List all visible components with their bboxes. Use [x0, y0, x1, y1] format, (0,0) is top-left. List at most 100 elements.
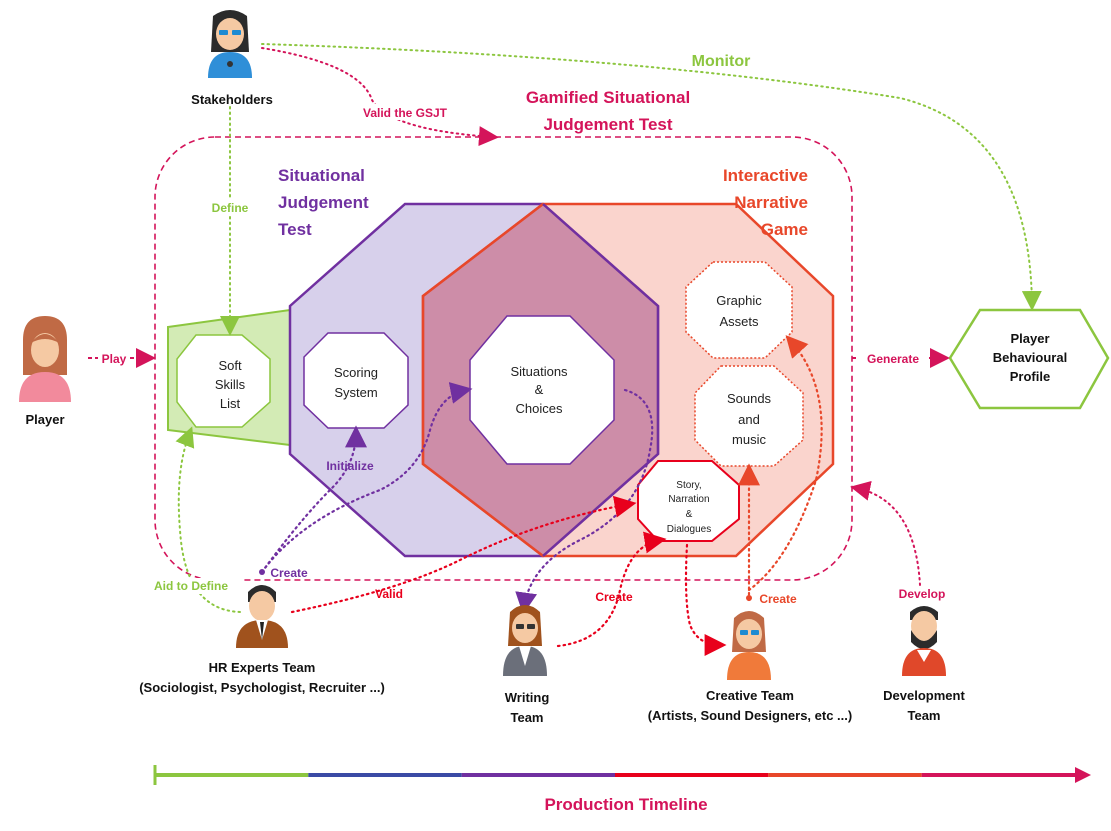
hr-label-line1: HR Experts Team	[209, 660, 316, 675]
dev-label-line1: Development	[883, 688, 965, 703]
soft-skills-line1: Soft	[218, 358, 242, 373]
ing-title-line2: Narrative	[734, 193, 808, 212]
timeline-arrowhead	[1075, 767, 1091, 783]
stakeholder-icon	[208, 10, 252, 78]
svg-text:Creative Team(Artists, Sound D: Creative Team (Artists, Sound Designers, …	[648, 688, 852, 723]
gsjt-title-line2: Judgement Test	[543, 115, 672, 134]
hr-expert-icon	[236, 585, 288, 648]
create-creative-origin	[746, 595, 752, 601]
initialize-label: Initialize	[326, 459, 374, 473]
sounds-line3: music	[732, 432, 766, 447]
profile-line3: Profile	[1010, 369, 1050, 384]
situations-line2: &	[535, 382, 544, 397]
monitor-label: Monitor	[692, 53, 751, 70]
story-line2: Narration	[668, 494, 709, 505]
profile-line1: Player	[1010, 331, 1049, 346]
ing-title-line1: Interactive	[723, 166, 808, 185]
situations-writing-edge	[515, 388, 654, 615]
soft-skills-line2: Skills	[215, 377, 246, 392]
valid-gsjt-label: Valid the GSJT	[363, 106, 448, 120]
generate-label-bg	[858, 350, 928, 366]
valid-gsjt-label-bg	[355, 104, 455, 120]
sounds-music-node	[694, 365, 804, 467]
developer-icon	[902, 606, 946, 676]
aid-define-edge	[175, 426, 241, 613]
writer-icon	[503, 605, 547, 676]
player-label: Player	[25, 412, 64, 427]
svg-text:HR Experts Team(Sociologist, P: HR Experts Team (Sociologist, Psychologis…	[139, 660, 385, 695]
writing-label-line1: Writing	[505, 690, 550, 705]
develop-label: Develop	[899, 587, 946, 601]
gsjt-title-line1: Gamified Situational	[526, 88, 690, 107]
play-label-bg	[98, 350, 130, 366]
story-line1: Story,	[676, 480, 701, 491]
graphic-assets-node	[685, 261, 793, 359]
creative-label-line1: Creative Team	[706, 688, 794, 703]
story-node	[637, 460, 740, 542]
soft-skills-line3: List	[220, 396, 241, 411]
creative-icon	[727, 611, 771, 680]
production-timeline	[153, 765, 1091, 785]
profile-line2: Behavioural	[993, 350, 1067, 365]
create-hr-origin	[259, 569, 265, 575]
soft-skills-node	[176, 334, 271, 428]
sjt-edge-right	[542, 203, 660, 557]
valid-label: Valid	[375, 587, 403, 601]
sjt-title-line3: Test	[278, 220, 312, 239]
create-writing-edge	[556, 531, 667, 648]
aid-define-label-bg	[140, 578, 242, 594]
initialize-edge	[260, 425, 367, 574]
sjt-title-line2: Judgement	[278, 193, 369, 212]
scoring-line2: System	[334, 385, 377, 400]
valid-edge	[290, 495, 637, 614]
story-creative-edge	[684, 543, 727, 656]
define-label-bg	[203, 199, 257, 215]
develop-edge	[850, 481, 921, 586]
create-writing-label: Create	[595, 590, 633, 604]
aid-define-label: Aid to Define	[154, 579, 228, 593]
stakeholders-label: Stakeholders	[191, 92, 273, 107]
svg-text:Situations&Choices: Situations & Choices	[510, 364, 568, 416]
sounds-line1: Sounds	[727, 391, 772, 406]
sjt-title-line1: Situational	[278, 166, 365, 185]
monitor-edge	[261, 43, 1042, 311]
monitor-label-bg	[686, 48, 756, 70]
create-hr-label: Create	[270, 566, 308, 580]
ing-title-line3: Game	[761, 220, 808, 239]
graphic-line2: Assets	[719, 314, 759, 329]
writing-label-line2: Team	[511, 710, 544, 725]
define-label: Define	[212, 201, 249, 215]
generate-label: Generate	[867, 352, 919, 366]
sounds-line2: and	[738, 412, 760, 427]
scoring-line1: Scoring	[334, 365, 378, 380]
scoring-system-node	[303, 332, 409, 429]
situations-line1: Situations	[510, 364, 568, 379]
play-label: Play	[102, 352, 127, 366]
story-line3: &	[686, 509, 693, 520]
player-icon	[19, 316, 71, 402]
hr-label-line2: (Sociologist, Psychologist, Recruiter ..…	[139, 680, 385, 695]
situations-choices-node	[469, 315, 615, 465]
dev-label-line2: Team	[908, 708, 941, 723]
create-graphic-edge	[747, 335, 823, 592]
graphic-line1: Graphic	[716, 293, 762, 308]
situations-line3: Choices	[516, 401, 563, 416]
creative-label-line2: (Artists, Sound Designers, etc ...)	[648, 708, 852, 723]
ing-edge-left	[421, 203, 544, 557]
svg-text:Story,Narration&Dialogues: Story, Narration & Dialogues	[667, 480, 711, 535]
story-line4: Dialogues	[667, 524, 711, 535]
timeline-label: Production Timeline	[544, 795, 707, 814]
create-creative-label: Create	[759, 592, 797, 606]
player-profile-node	[948, 308, 1110, 410]
